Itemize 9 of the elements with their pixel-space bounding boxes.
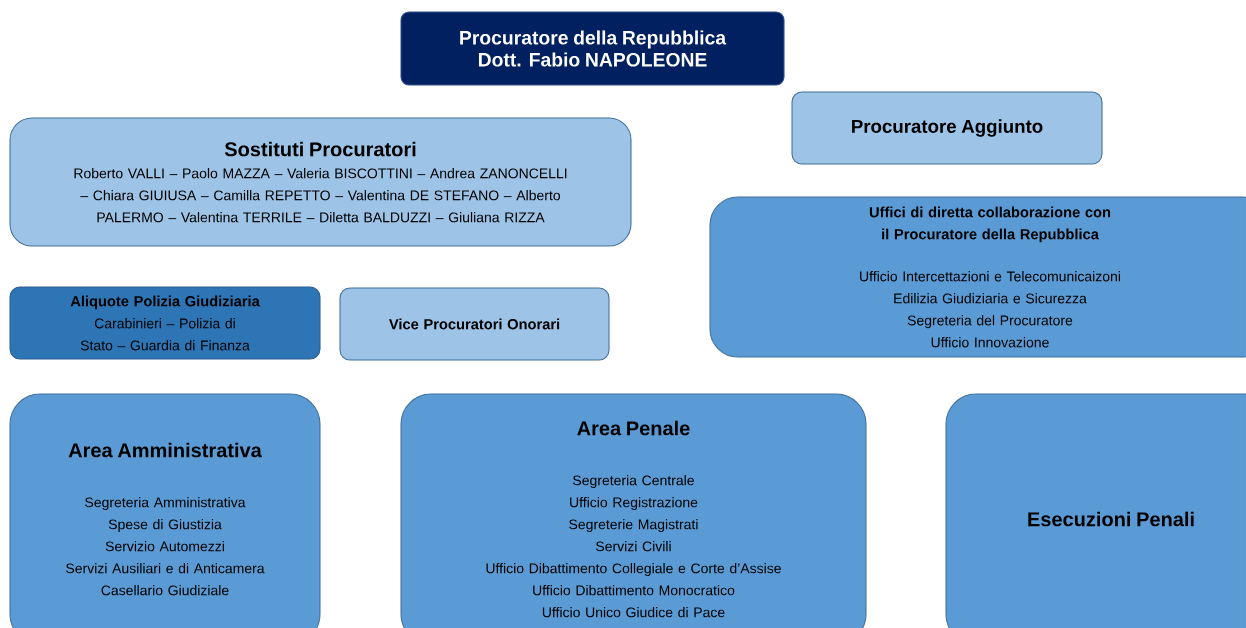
org-box: Aliquote Polizia Giudiziaria Carabinieri – Polizia di Stato – Guardia di Finanza [9,286,321,360]
org-box: Area Amministrativa Segreteria Amministrativa Spese di Giustizia Servizio Automezzi Servizi Ausiliari e di Anticamera Casellario Giudiziale [9,393,321,628]
org-box: Uffici di diretta collaborazione con il Procuratore della Repubblica Ufficio Intercettazioni e Telecomunicaizoni Edilizia Giudiziaria e Sicurezza Segreteria del Procuratore Ufficio Innovazione [709,196,1246,358]
org-box: Procuratore Aggiunto [791,91,1103,165]
org-box: Vice Procuratori Onorari [339,287,610,361]
org-box: Sostituti Procuratori Roberto VALLI – Paolo MAZZA – Valeria BISCOTTINI – Andrea ZANONCELLI – Chiara GIUIUSA – Camilla REPETTO – Valentina DE STEFANO – Alberto PALERMO – Valentina TERRILE – Diletta BALDUZZI – Giuliana RIZZA [9,117,632,247]
org-box: Area Penale Segreteria Centrale Ufficio Registrazione Segreterie Magistrati Servizi Civili Ufficio Dibattimento Collegiale e Corte d’Assise Ufficio Dibattimento Monocratico Ufficio Unico Giudice di Pace [400,393,867,628]
org-box: Procuratore della Repubblica Dott. Fabio NAPOLEONE [400,11,785,86]
org-box: Esecuzioni Penali [945,393,1246,628]
